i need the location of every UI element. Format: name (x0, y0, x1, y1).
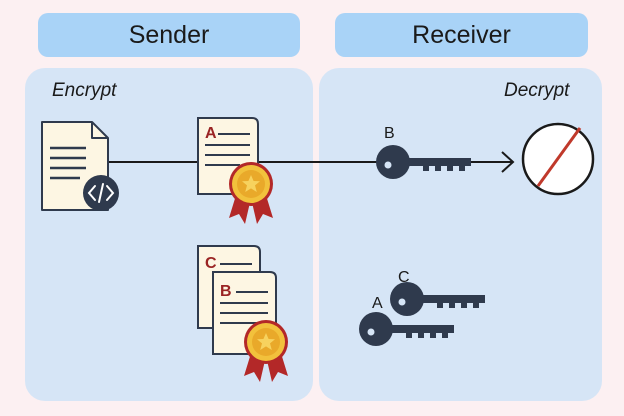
prohibited-icon (521, 122, 595, 196)
sender-title: Sender (128, 20, 210, 49)
signed-document-pair-icon: C B (197, 245, 288, 382)
receiver-title: Receiver (412, 20, 511, 49)
key-lower-label: A (372, 295, 383, 312)
signed-doc-letter: A (205, 125, 217, 142)
decrypt-label: Decrypt (504, 80, 570, 101)
key-single-label: B (384, 125, 395, 142)
encrypt-label: Encrypt (52, 80, 117, 101)
certificate-seal-icon (244, 320, 288, 382)
source-code-document-icon (41, 121, 119, 211)
key-upper-label: C (398, 269, 410, 286)
receiver-header: Receiver (335, 13, 588, 57)
key-icon (376, 145, 471, 179)
pair-front-doc-letter: B (220, 283, 232, 300)
certificate-seal-icon (229, 162, 273, 224)
sender-header: Sender (38, 13, 300, 57)
key-icon (390, 282, 485, 316)
pair-back-doc-letter: C (205, 255, 217, 272)
arrow-head-icon (501, 151, 515, 173)
key-icon (359, 312, 454, 346)
signed-document-icon: A (197, 117, 273, 224)
